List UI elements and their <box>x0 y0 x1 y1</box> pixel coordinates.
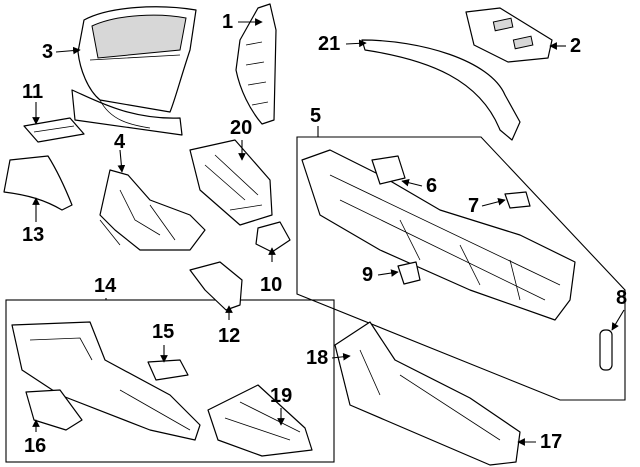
callout-8: 8 <box>616 287 628 309</box>
callout-1: 1 <box>222 11 234 33</box>
callout-4: 4 <box>114 131 126 153</box>
callout-21: 21 <box>318 33 341 55</box>
callout-3: 3 <box>42 41 54 63</box>
part-2-speaker-panel <box>465 7 553 63</box>
group-box-14 <box>5 299 335 463</box>
part-11-switch-bezel <box>23 117 85 143</box>
callout-14: 14 <box>94 275 117 297</box>
part-4-center-bracket <box>99 169 206 251</box>
part-17-glove-box <box>334 321 521 466</box>
part-15-latch <box>147 359 189 381</box>
part-12-side-bracket <box>189 261 243 311</box>
callout-7: 7 <box>468 195 480 217</box>
callout-13: 13 <box>22 224 45 246</box>
part-20-bracket <box>189 139 273 226</box>
callout-5: 5 <box>310 105 322 127</box>
callout-2: 2 <box>570 35 582 57</box>
callout-19: 19 <box>270 385 293 407</box>
part-5-reinforcement <box>301 149 576 321</box>
callout-20: 20 <box>230 117 253 139</box>
part-8-damper <box>599 329 613 371</box>
part-21-defroster-trim <box>361 39 521 141</box>
part-13-knee-trim <box>3 155 73 211</box>
callout-17: 17 <box>540 431 563 453</box>
callout-18: 18 <box>306 347 329 369</box>
callout-6: 6 <box>426 175 438 197</box>
callout-16: 16 <box>24 435 47 457</box>
callout-15: 15 <box>152 321 175 343</box>
callout-12: 12 <box>218 325 241 347</box>
callout-11: 11 <box>22 81 44 103</box>
part-16-door-panel <box>25 389 83 431</box>
callout-10: 10 <box>260 274 283 296</box>
part-10-module <box>255 221 291 253</box>
part-19-tray <box>207 384 313 457</box>
part-1-trim-panel <box>235 3 277 125</box>
callout-9: 9 <box>362 264 374 286</box>
part-3-cluster-hood <box>71 6 197 136</box>
part-14-glove-door <box>11 321 201 441</box>
group-box-5 <box>296 136 626 401</box>
